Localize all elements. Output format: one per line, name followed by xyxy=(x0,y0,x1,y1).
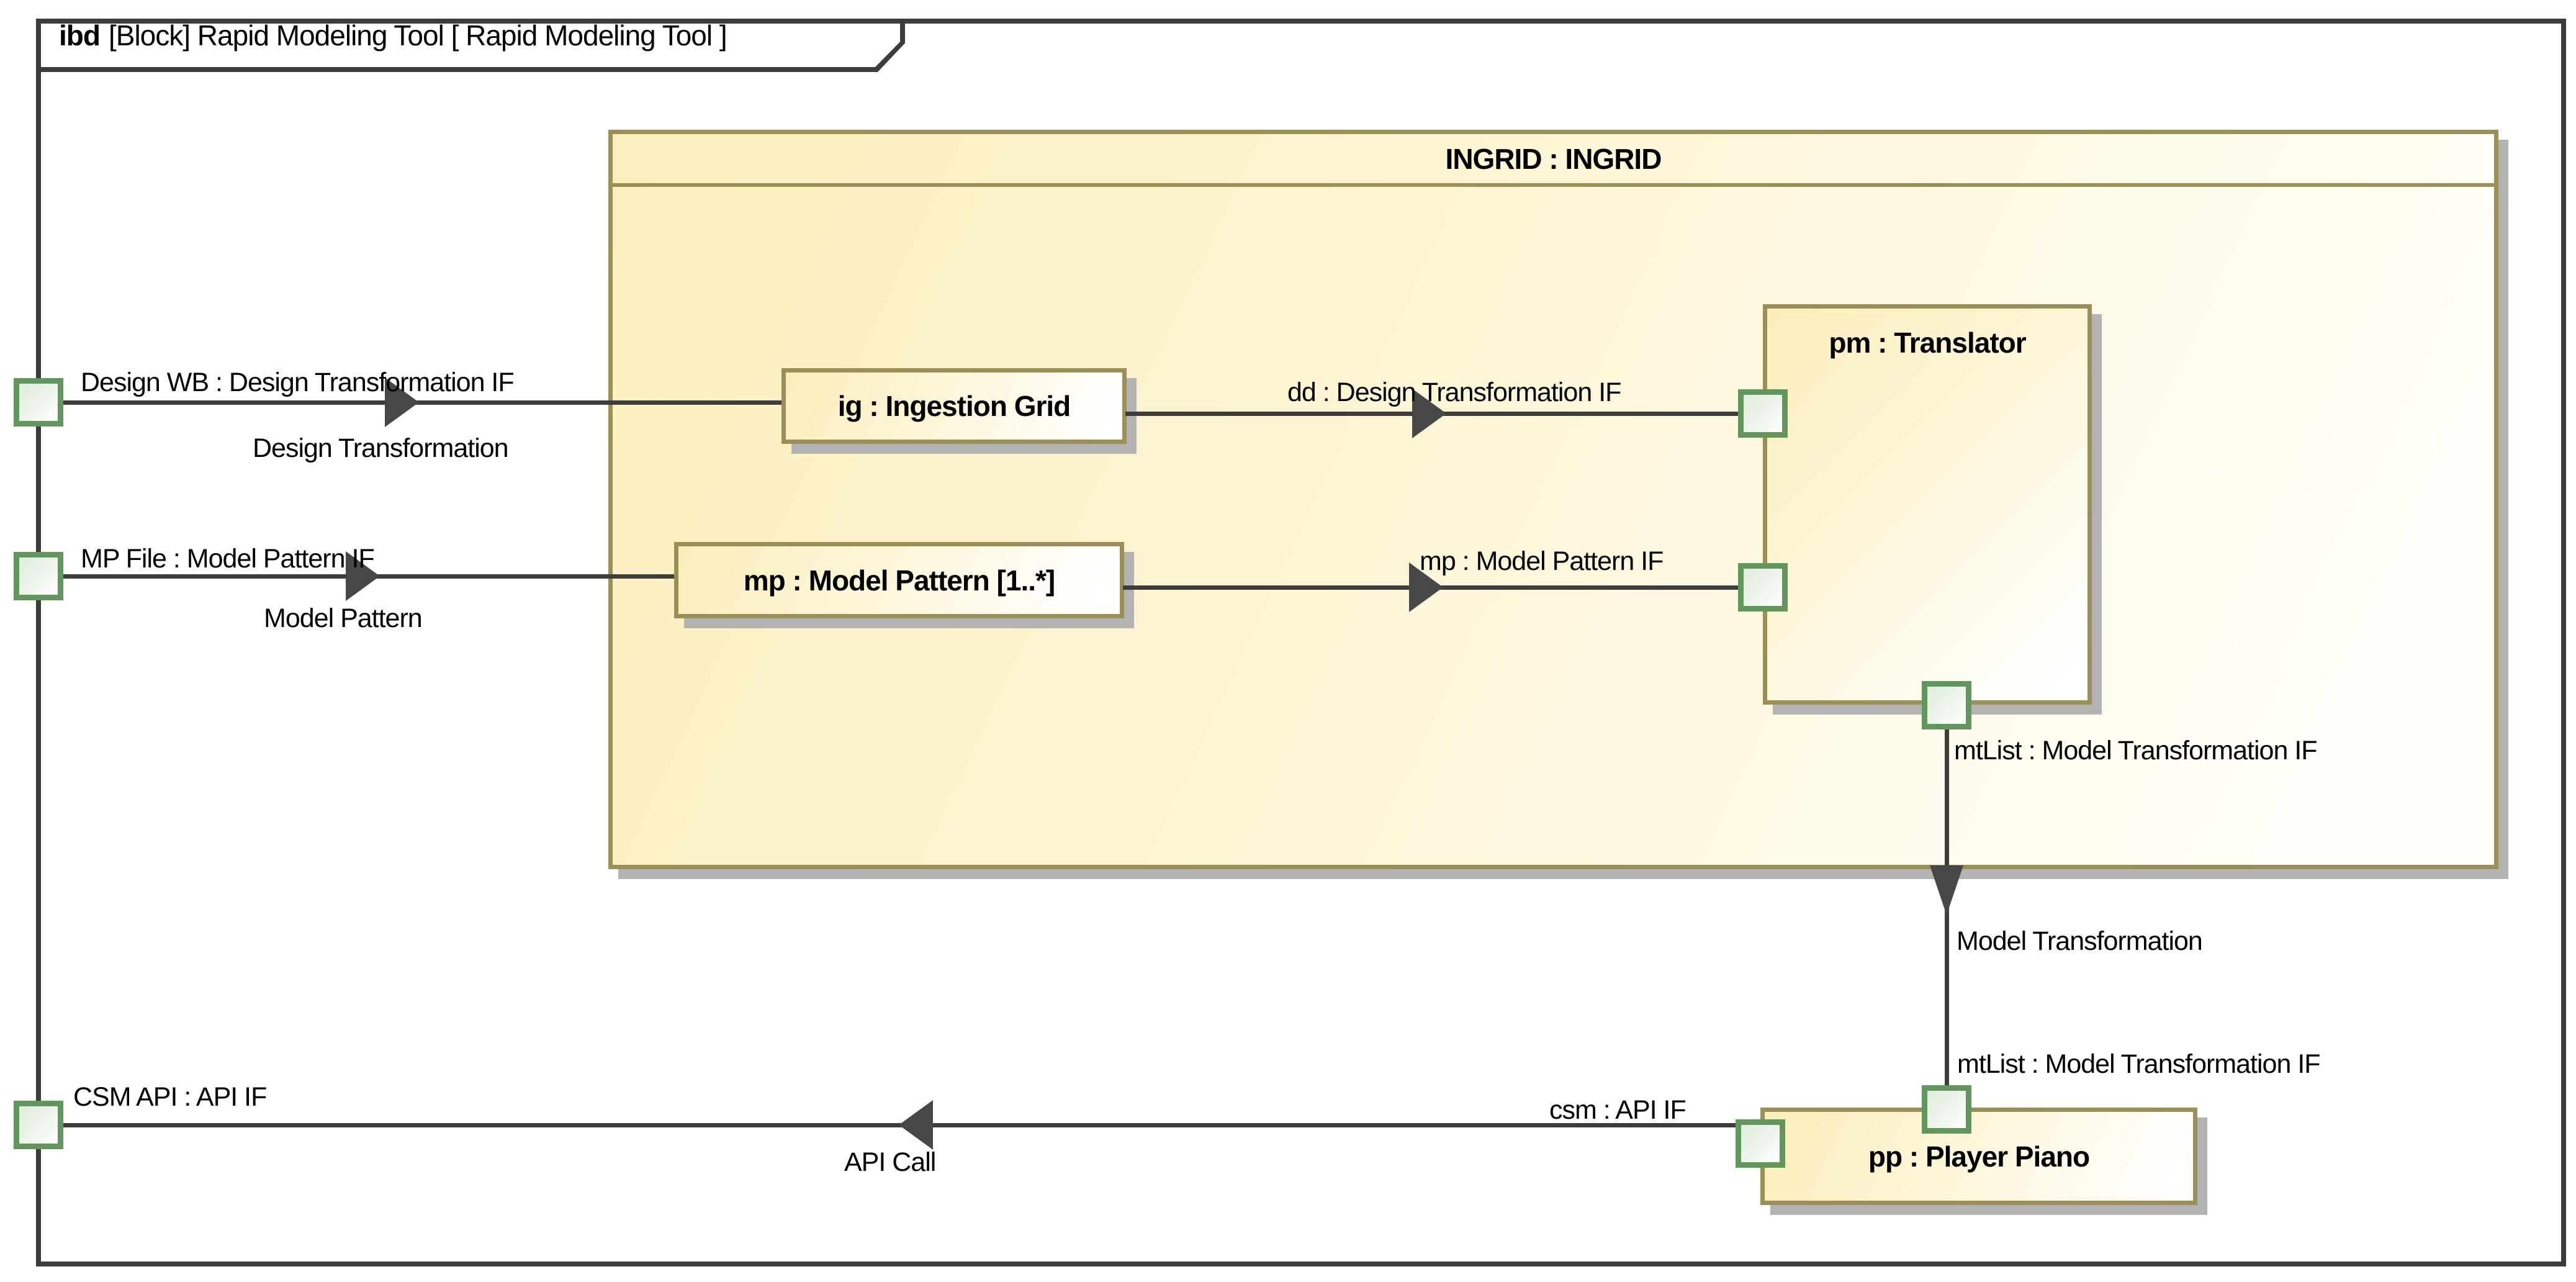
label-api-call-flow: API Call xyxy=(844,1147,936,1177)
block-ingrid-label: INGRID : INGRID xyxy=(1445,142,1662,175)
block-ingestion-grid[interactable]: ig : Ingestion Grid xyxy=(781,368,1127,444)
diagram-title: ibd[Block] Rapid Modeling Tool [ Rapid M… xyxy=(59,19,928,52)
label-dd-design-transformation-if: dd : Design Transformation IF xyxy=(1287,377,1621,407)
label-model-pattern-flow: Model Pattern xyxy=(264,603,423,633)
arrowhead-model-pattern-inner-icon xyxy=(1409,562,1443,612)
diagram-title-tab-fill xyxy=(41,24,900,67)
label-mp-model-pattern-if: mp : Model Pattern IF xyxy=(1420,546,1664,576)
arrowhead-design-inner-icon xyxy=(1412,389,1446,438)
arrowhead-design-outer-icon xyxy=(385,377,419,427)
port-frame-csm-api[interactable] xyxy=(14,1101,63,1149)
label-csm-api-if: csm : API IF xyxy=(1549,1095,1687,1125)
block-player-piano[interactable]: pp : Player Piano xyxy=(1760,1108,2197,1205)
label-csm-api-port: CSM API : API IF xyxy=(73,1082,267,1112)
port-translator-mtlist[interactable] xyxy=(1922,681,1971,729)
block-translator[interactable]: pm : Translator xyxy=(1763,304,2092,705)
label-mp-file-port: MP File : Model Pattern IF xyxy=(81,544,375,574)
label-design-transformation-flow: Design Transformation xyxy=(253,433,509,463)
label-mtlist-source: mtList : Model Transformation IF xyxy=(1954,736,2318,765)
block-player-piano-label: pp : Player Piano xyxy=(1868,1140,2090,1173)
block-ingestion-grid-label: ig : Ingestion Grid xyxy=(837,390,1071,422)
diagram-title-text: [Block] Rapid Modeling Tool [ Rapid Mode… xyxy=(108,19,727,52)
diagram-kind-keyword: ibd xyxy=(59,19,101,52)
arrowhead-model-transformation-icon xyxy=(1930,865,1963,915)
label-mtlist-target: mtList : Model Transformation IF xyxy=(1957,1049,2321,1079)
port-translator-dd[interactable] xyxy=(1738,389,1788,438)
arrowhead-model-pattern-outer-icon xyxy=(346,551,380,601)
port-player-piano-csm[interactable] xyxy=(1736,1119,1785,1168)
block-ingrid-header: INGRID : INGRID xyxy=(613,134,2494,187)
block-model-pattern-label: mp : Model Pattern [1..*] xyxy=(743,564,1055,597)
connector-api-call[interactable] xyxy=(38,1123,1736,1127)
port-player-piano-mtlist[interactable] xyxy=(1922,1085,1971,1134)
label-model-transformation-flow: Model Transformation xyxy=(1957,926,2203,956)
block-ingrid[interactable]: INGRID : INGRID xyxy=(608,130,2498,869)
port-translator-mp[interactable] xyxy=(1738,563,1788,612)
block-translator-label: pm : Translator xyxy=(1829,327,2026,359)
block-model-pattern[interactable]: mp : Model Pattern [1..*] xyxy=(674,542,1124,618)
label-design-wb-port: Design WB : Design Transformation IF xyxy=(81,368,515,397)
port-frame-mp-file[interactable] xyxy=(14,552,63,600)
arrowhead-api-call-icon xyxy=(899,1100,933,1150)
diagram-title-tab xyxy=(36,19,905,72)
port-frame-design-wb[interactable] xyxy=(14,378,63,427)
